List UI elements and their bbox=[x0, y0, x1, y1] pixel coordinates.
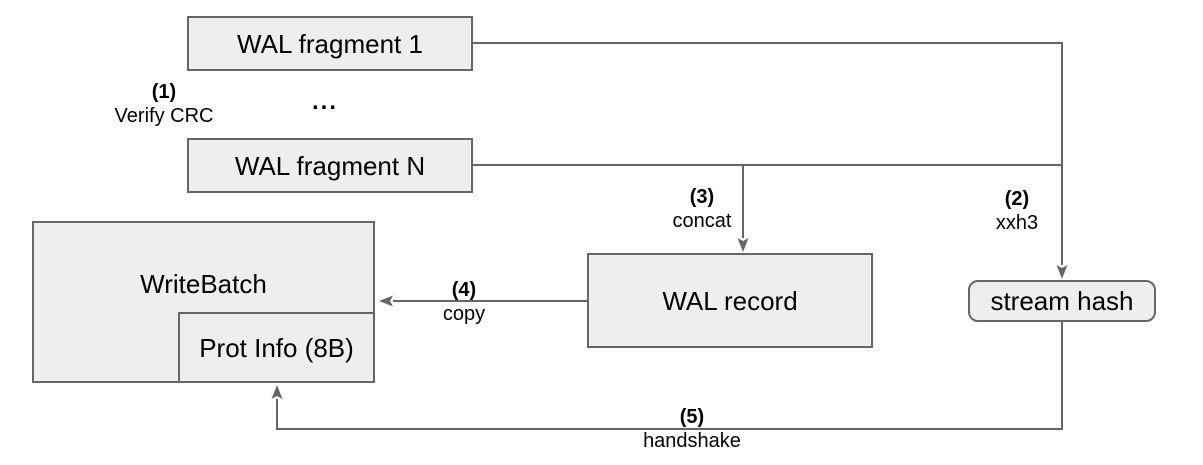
node-write-batch-label: WriteBatch bbox=[140, 269, 267, 299]
step-2-text: xxh3 bbox=[995, 212, 1039, 234]
node-wal-fragment-1: WAL fragment 1 bbox=[187, 16, 473, 71]
step-label-handshake: (5) handshake bbox=[643, 405, 741, 453]
arrowhead-down-wal-record bbox=[737, 238, 749, 252]
step-3-text: concat bbox=[672, 210, 732, 232]
node-prot-info-label: Prot Info (8B) bbox=[199, 332, 354, 363]
step-label-concat: (3) concat bbox=[673, 185, 732, 233]
arrowhead-left-write-batch bbox=[379, 295, 393, 307]
step-2-number: (2) bbox=[1004, 188, 1030, 210]
step-5-text: handshake bbox=[643, 430, 741, 452]
fragments-ellipsis: ... bbox=[311, 88, 339, 115]
node-wal-fragment-n: WAL fragment N bbox=[187, 138, 473, 193]
connector-fragment1-to-streamhash bbox=[473, 42, 1063, 265]
arrowhead-up-prot-info bbox=[271, 385, 283, 399]
step-label-xxh3: (2) xxh3 bbox=[996, 187, 1038, 235]
node-prot-info: Prot Info (8B) bbox=[178, 312, 375, 383]
step-1-text: Verify CRC bbox=[114, 105, 214, 127]
step-3-number: (3) bbox=[689, 186, 715, 208]
step-4-text: copy bbox=[442, 303, 486, 325]
arrowhead-down-stream-hash bbox=[1056, 265, 1068, 279]
step-1-number: (1) bbox=[151, 81, 177, 103]
connector-streamhash-to-protinfo bbox=[276, 322, 1063, 430]
node-wal-record: WAL record bbox=[587, 253, 873, 348]
step-label-copy: (4) copy bbox=[443, 278, 485, 326]
step-4-number: (4) bbox=[451, 279, 477, 301]
node-wal-fragment-n-label: WAL fragment N bbox=[234, 150, 426, 181]
node-wal-record-label: WAL record bbox=[662, 285, 798, 316]
node-stream-hash-label: stream hash bbox=[990, 286, 1134, 316]
node-stream-hash: stream hash bbox=[968, 280, 1156, 322]
step-label-verify-crc: (1) Verify CRC bbox=[115, 80, 214, 128]
node-wal-fragment-1-label: WAL fragment 1 bbox=[237, 28, 423, 59]
step-5-number: (5) bbox=[679, 406, 705, 428]
